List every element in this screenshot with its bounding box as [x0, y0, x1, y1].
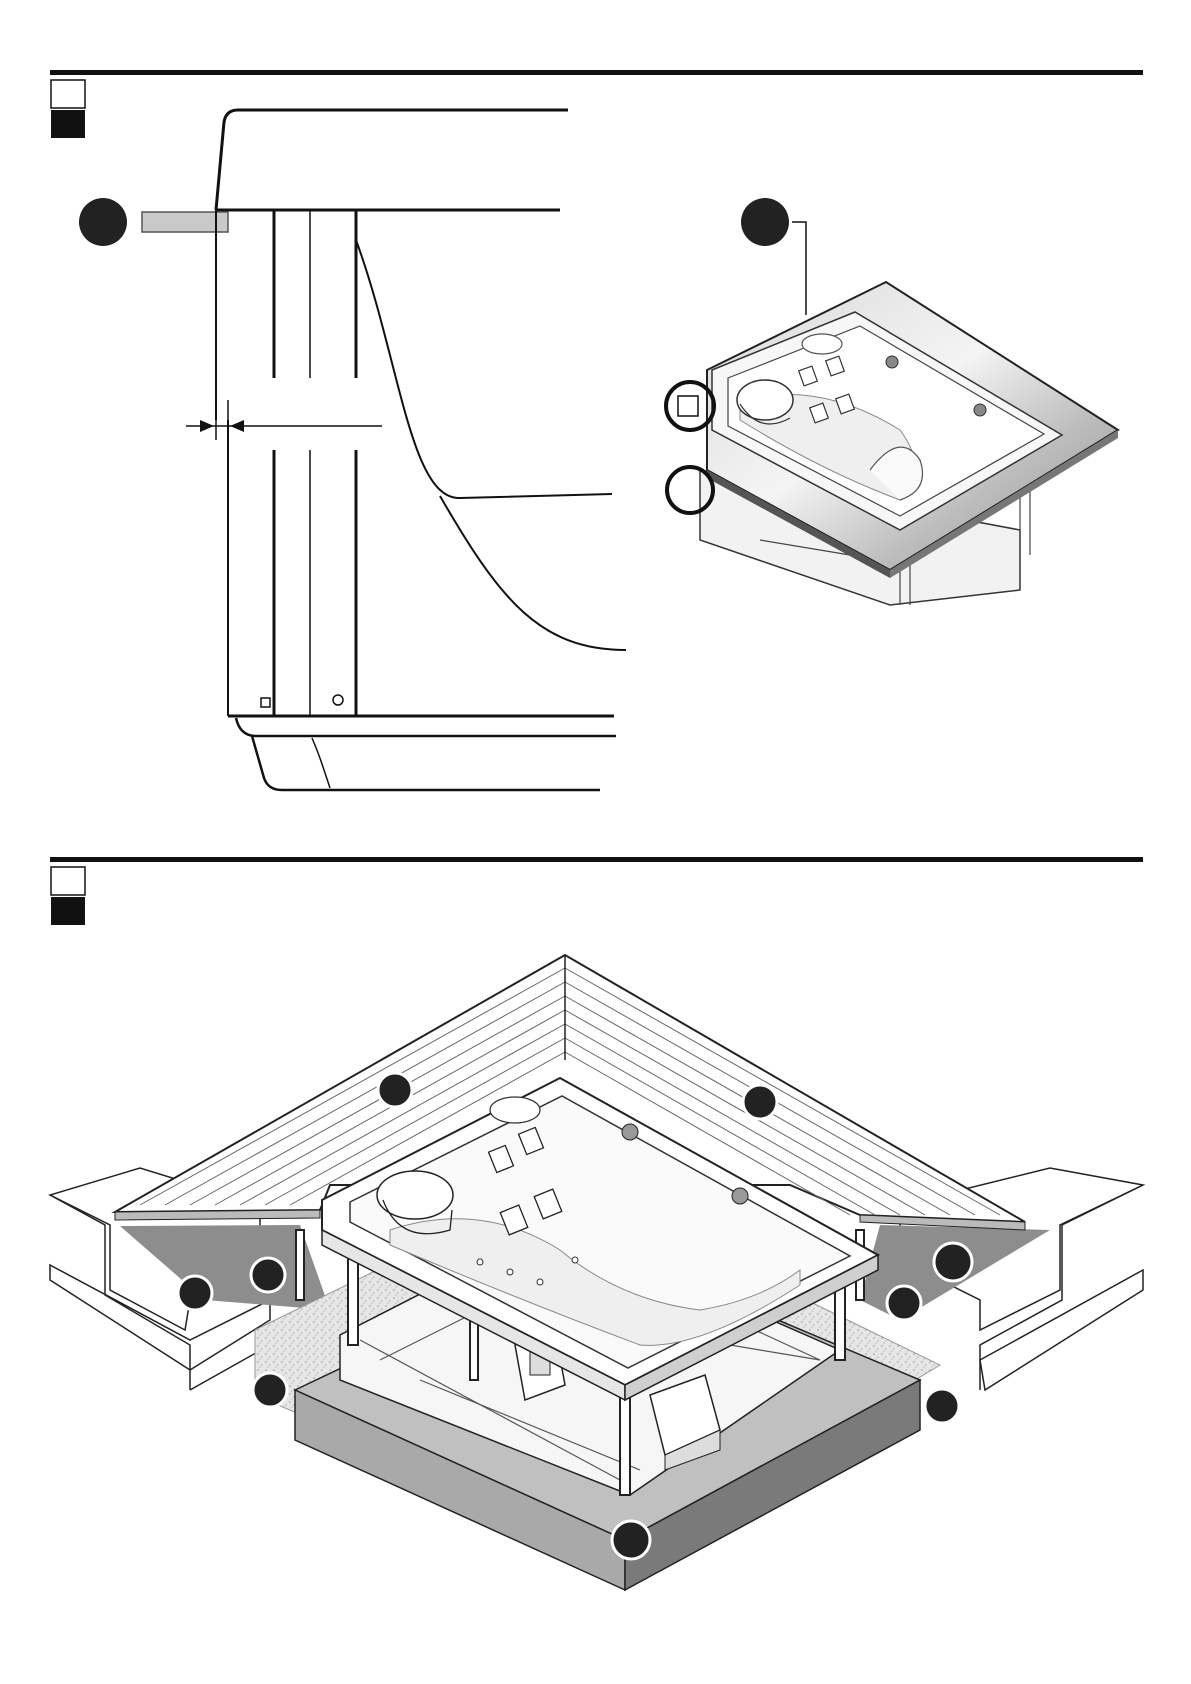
empty-marker	[51, 867, 85, 895]
callout-support-left	[251, 1258, 285, 1292]
filled-marker	[51, 110, 85, 138]
filled-marker	[51, 897, 85, 925]
callout-gravel-left	[253, 1373, 287, 1407]
section-1-rule	[50, 70, 1143, 75]
empty-marker	[51, 80, 85, 108]
callout-deck-right	[743, 1085, 777, 1119]
callout-overview	[741, 198, 789, 246]
callout-support-right	[887, 1286, 921, 1320]
callout-gravel-right	[925, 1389, 959, 1423]
section-2-rule	[50, 857, 1143, 862]
installation-view	[50, 955, 1143, 1590]
callout-wall-right	[934, 1243, 972, 1281]
callout-slab	[612, 1521, 650, 1559]
section-2	[50, 857, 1143, 1590]
callout-detail-panel	[79, 198, 127, 246]
callout-wall-left	[178, 1276, 212, 1310]
overview-tub	[666, 198, 1118, 605]
detail-cross-section	[142, 110, 626, 790]
section-1	[50, 70, 1143, 790]
callout-deck-left	[378, 1073, 412, 1107]
gap-dimension	[186, 400, 382, 440]
